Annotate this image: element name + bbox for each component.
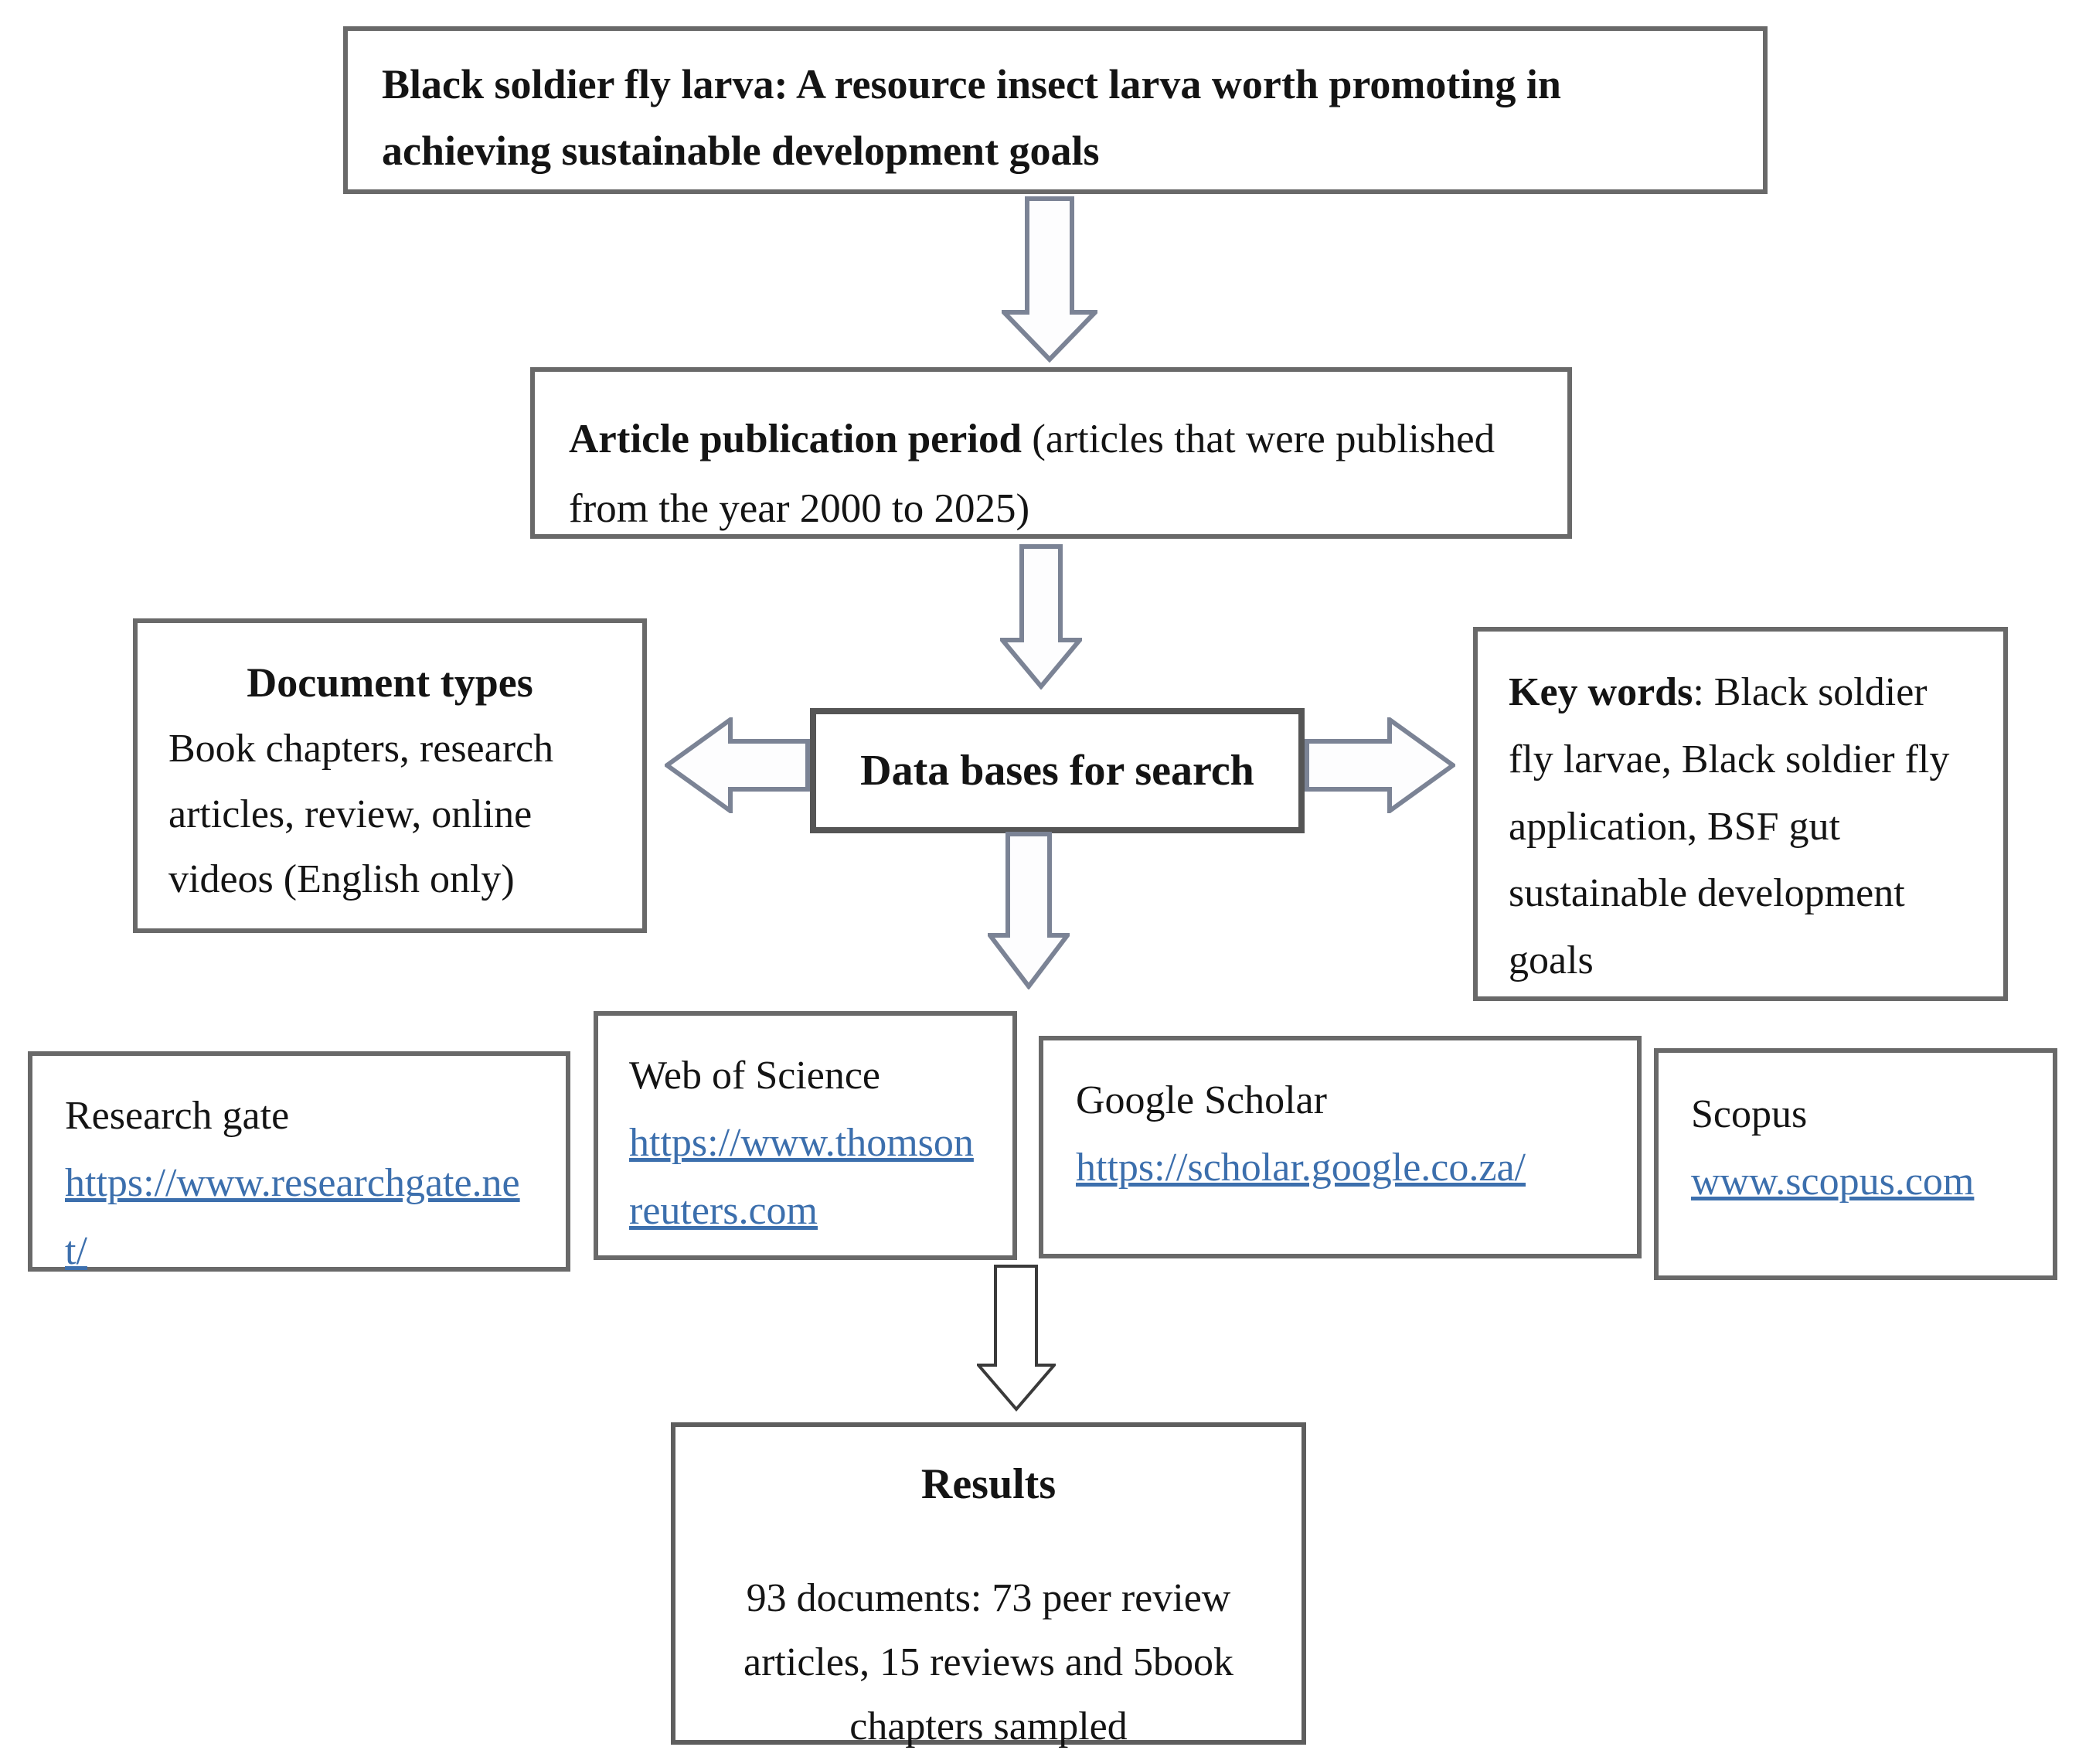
left-block-arrow-icon — [665, 717, 810, 813]
source-name: Scopus — [1691, 1092, 1808, 1136]
results-body: 93 documents: 73 peer review articles, 1… — [743, 1575, 1233, 1749]
keywords-lead: Key words — [1509, 670, 1693, 714]
source-link[interactable]: https://scholar.google.co.za/ — [1076, 1146, 1526, 1190]
down-block-arrow-icon — [1002, 196, 1097, 363]
keywords-text: Key words: Black soldier fly larvae, Bla… — [1509, 659, 1972, 995]
source-link[interactable]: https://www.researchgate.net/ — [65, 1161, 520, 1273]
results-box: Results 93 documents: 73 peer review art… — [671, 1422, 1306, 1749]
source-link[interactable]: https://www.thomsonreuters.com — [629, 1121, 974, 1233]
right-block-arrow-icon — [1305, 717, 1455, 813]
source-link[interactable]: www.scopus.com — [1691, 1160, 1975, 1204]
publication-period-text: Article publication period (articles tha… — [569, 404, 1533, 543]
keywords-rest: : Black soldier fly larvae, Black soldie… — [1509, 670, 1950, 983]
source-google-scholar-box: Google Scholar https://scholar.google.co… — [1039, 1036, 1642, 1258]
source-researchgate-box: Research gate https://www.researchgate.n… — [28, 1051, 570, 1273]
document-types-heading: Document types — [247, 659, 533, 706]
source-name: Web of Science — [629, 1054, 880, 1098]
databases-box: Data bases for search — [810, 708, 1305, 833]
document-types-body: Book chapters, research articles, review… — [168, 727, 554, 901]
publication-period-rest: (articles that were published from the y… — [569, 417, 1495, 532]
down-block-arrow-icon — [1000, 544, 1082, 690]
document-types-box: Document types Book chapters, research a… — [133, 618, 647, 933]
source-scopus-box: Scopus www.scopus.com — [1654, 1048, 2057, 1280]
results-heading: Results — [920, 1460, 1057, 1508]
down-block-arrow-icon — [977, 1265, 1056, 1412]
source-web-of-science-box: Web of Science https://www.thomsonreuter… — [594, 1011, 1017, 1260]
title-text: Black soldier fly larva: A resource inse… — [382, 61, 1561, 175]
down-block-arrow-icon — [988, 832, 1070, 989]
publication-period-lead: Article publication period — [569, 417, 1033, 461]
publication-period-box: Article publication period (articles tha… — [530, 367, 1572, 539]
title-box: Black soldier fly larva: A resource inse… — [343, 26, 1768, 194]
databases-text: Data bases for search — [860, 747, 1254, 795]
keywords-box: Key words: Black soldier fly larvae, Bla… — [1473, 627, 2008, 1001]
source-name: Research gate — [65, 1094, 290, 1138]
source-name: Google Scholar — [1076, 1078, 1327, 1122]
